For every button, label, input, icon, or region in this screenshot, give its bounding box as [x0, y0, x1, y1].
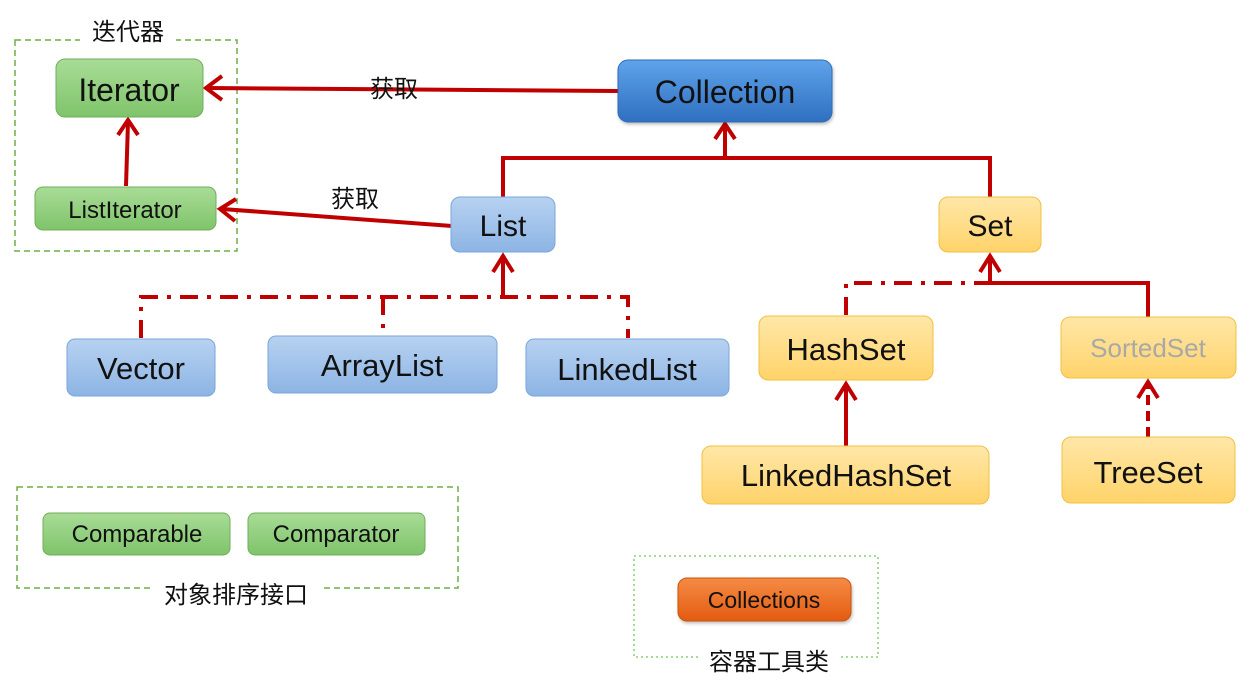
set-node[interactable]: Set — [938, 196, 1042, 253]
comparator-node[interactable]: Comparator — [247, 512, 426, 556]
treeset-node[interactable]: TreeSet — [1061, 436, 1236, 504]
arraylist-node[interactable]: ArrayList — [267, 335, 498, 394]
list-arrowhead — [491, 252, 515, 274]
sortedset-arrowhead — [1136, 378, 1160, 400]
sortedset-node[interactable]: SortedSet — [1060, 316, 1237, 379]
svg-text:Collections: Collections — [708, 587, 821, 613]
svg-text:List: List — [480, 210, 527, 243]
tools-group-label: 容器工具类 — [709, 648, 829, 676]
svg-text:Vector: Vector — [97, 351, 185, 386]
svg-text:ListIterator: ListIterator — [68, 197, 181, 224]
collections-node[interactable]: Collections — [677, 577, 852, 622]
iterator-group-label: 迭代器 — [92, 18, 164, 46]
hashset-node[interactable]: HashSet — [758, 315, 934, 381]
svg-text:LinkedHashSet: LinkedHashSet — [741, 458, 952, 493]
iterator-node[interactable]: Iterator — [55, 58, 204, 118]
hashset-arrowhead — [834, 380, 858, 402]
iterator-inherit-arrowhead — [116, 116, 140, 137]
listiterator-node[interactable]: ListIterator — [34, 186, 217, 231]
listiterator-arrowhead — [216, 197, 238, 223]
svg-text:Comparable: Comparable — [72, 521, 203, 548]
svg-text:ArrayList: ArrayList — [321, 348, 444, 383]
list-set-to-collection-edge — [501, 156, 992, 198]
collection-to-iterator-edge — [207, 86, 619, 93]
collection-node[interactable]: Collection — [617, 59, 833, 123]
listiterator-to-iterator-edge — [124, 121, 130, 187]
linkedhashset-node[interactable]: LinkedHashSet — [701, 445, 990, 505]
list-node[interactable]: List — [450, 196, 556, 253]
sortedset-to-set-edge — [988, 258, 1150, 318]
hashset-to-set-edge — [844, 281, 990, 315]
linkedlist-node[interactable]: LinkedList — [525, 338, 730, 397]
collection-arrowhead — [713, 120, 737, 141]
svg-text:HashSet: HashSet — [787, 332, 906, 367]
svg-text:TreeSet: TreeSet — [1093, 455, 1203, 490]
svg-text:Comparator: Comparator — [273, 521, 400, 548]
svg-text:Set: Set — [967, 210, 1013, 243]
svg-text:Collection: Collection — [655, 74, 796, 110]
obtain-label-list: 获取 — [331, 185, 379, 213]
sort-group-label: 对象排序接口 — [164, 581, 308, 609]
svg-text:LinkedList: LinkedList — [557, 352, 697, 387]
set-arrowhead — [978, 252, 1002, 274]
svg-text:Iterator: Iterator — [78, 72, 180, 108]
list-to-listiterator-edge — [221, 207, 453, 228]
svg-text:SortedSet: SortedSet — [1090, 333, 1206, 363]
comparable-node[interactable]: Comparable — [42, 512, 231, 556]
obtain-label-collection: 获取 — [370, 75, 418, 103]
iterator-arrowhead — [202, 74, 224, 102]
vector-node[interactable]: Vector — [66, 338, 216, 397]
